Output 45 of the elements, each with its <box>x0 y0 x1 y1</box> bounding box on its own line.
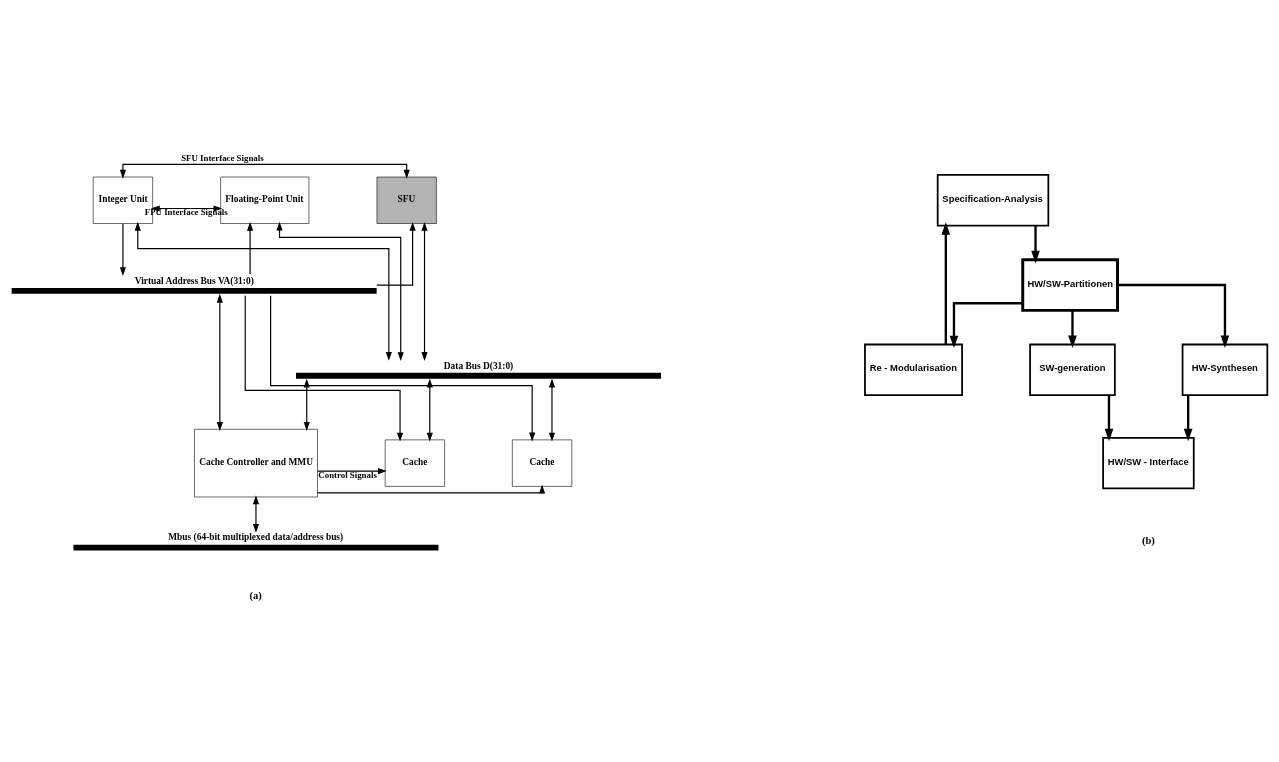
arrow <box>426 378 433 442</box>
node-label: Virtual Address Bus VA(31:0) <box>134 275 254 286</box>
node-box: SFU <box>376 176 437 224</box>
node-box: Specification-Analysis <box>936 174 1050 227</box>
arrow <box>252 495 260 533</box>
node-box: HW/SW-Partitionen <box>1021 258 1119 312</box>
arrow <box>119 163 410 179</box>
node-label: Data Bus D(31:0) <box>443 360 514 371</box>
node-box: Cache <box>512 439 573 487</box>
arrow <box>317 467 387 475</box>
node-bar <box>11 288 377 294</box>
edge-label: SFU Interface Signals <box>181 152 264 163</box>
arrow <box>303 378 310 431</box>
arrow <box>247 221 254 275</box>
arrow <box>548 378 556 442</box>
arrow <box>941 222 951 345</box>
arrow <box>1117 283 1230 348</box>
arrow <box>134 221 392 361</box>
node-bar <box>73 544 439 551</box>
arrow <box>1031 225 1040 264</box>
node-box: Cache <box>384 439 445 487</box>
arrow <box>1104 395 1114 442</box>
node-box: HW/SW - Interface <box>1102 436 1195 490</box>
node-box: SW-generation <box>1029 343 1116 396</box>
label: (b) <box>1141 534 1155 546</box>
node-box: HW-Synthesen <box>1181 343 1269 396</box>
arrow <box>949 302 1023 349</box>
edge-label: FPU Interface Signals <box>144 206 228 217</box>
arrow <box>316 484 546 494</box>
node-label: Mbus (64-bit multiplexed data/address bus) <box>168 532 344 543</box>
node-box: Cache Controller and MMU <box>194 428 318 498</box>
arrow <box>1068 310 1077 348</box>
arrow <box>421 221 428 361</box>
edge-label: Control Signals <box>318 469 377 480</box>
arrow <box>119 223 127 277</box>
arrow <box>216 293 223 431</box>
arrow <box>1183 395 1193 442</box>
arrow <box>276 221 404 361</box>
node-bar <box>296 372 661 379</box>
label: (a) <box>249 590 262 602</box>
node-box: Re - Modularisation <box>864 343 963 396</box>
arrow <box>244 295 404 442</box>
arrow <box>270 295 536 442</box>
arrow <box>376 221 416 286</box>
arrow <box>150 205 223 212</box>
